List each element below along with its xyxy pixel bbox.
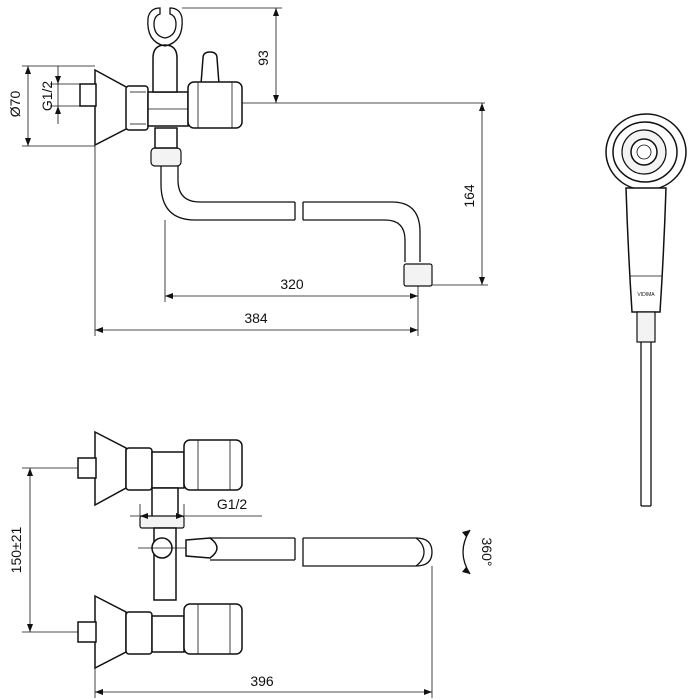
upper-inlet-assembly bbox=[77, 430, 243, 507]
shower-head bbox=[605, 113, 687, 191]
dimension-labels-top: 93 Ø70 G1/2 164 320 384 bbox=[7, 50, 477, 326]
rotation-arrow-icon bbox=[462, 529, 471, 575]
dim-inlet-thread-top: G1/2 bbox=[39, 81, 55, 112]
dimension-lines-bottom bbox=[22, 467, 433, 698]
dimension-lines-top bbox=[22, 7, 488, 336]
lever-handle[interactable] bbox=[187, 51, 243, 129]
shower-handle: VIDIMA bbox=[625, 187, 667, 343]
handset-holder bbox=[147, 7, 183, 47]
mixer-body bbox=[147, 44, 189, 127]
bottom-front-view bbox=[77, 430, 471, 670]
dim-rotation: 360° bbox=[479, 538, 495, 567]
hand-shower: VIDIMA bbox=[605, 113, 687, 507]
dim-center-distance: 150±21 bbox=[8, 526, 24, 573]
dim-inlet-thread-bottom: G1/2 bbox=[217, 496, 248, 512]
bottom-spout bbox=[210, 537, 433, 567]
dim-384: 384 bbox=[244, 310, 268, 326]
spout-swivel-nut bbox=[150, 127, 182, 167]
dim-164: 164 bbox=[461, 184, 477, 208]
shower-hose bbox=[640, 342, 652, 507]
dim-wall-plate-diameter: Ø70 bbox=[7, 91, 23, 118]
dim-320: 320 bbox=[280, 276, 304, 292]
handset-brand-mark: VIDIMA bbox=[637, 292, 655, 298]
central-riser bbox=[138, 487, 218, 601]
top-elevation-view bbox=[79, 7, 433, 287]
dimension-labels-bottom: G1/2 150±21 360° 396 bbox=[8, 496, 495, 689]
lower-inlet-assembly bbox=[77, 594, 243, 670]
spout bbox=[160, 166, 433, 287]
dim-93: 93 bbox=[255, 50, 271, 66]
wall-plate-flange bbox=[79, 68, 149, 147]
dim-396: 396 bbox=[250, 673, 274, 689]
